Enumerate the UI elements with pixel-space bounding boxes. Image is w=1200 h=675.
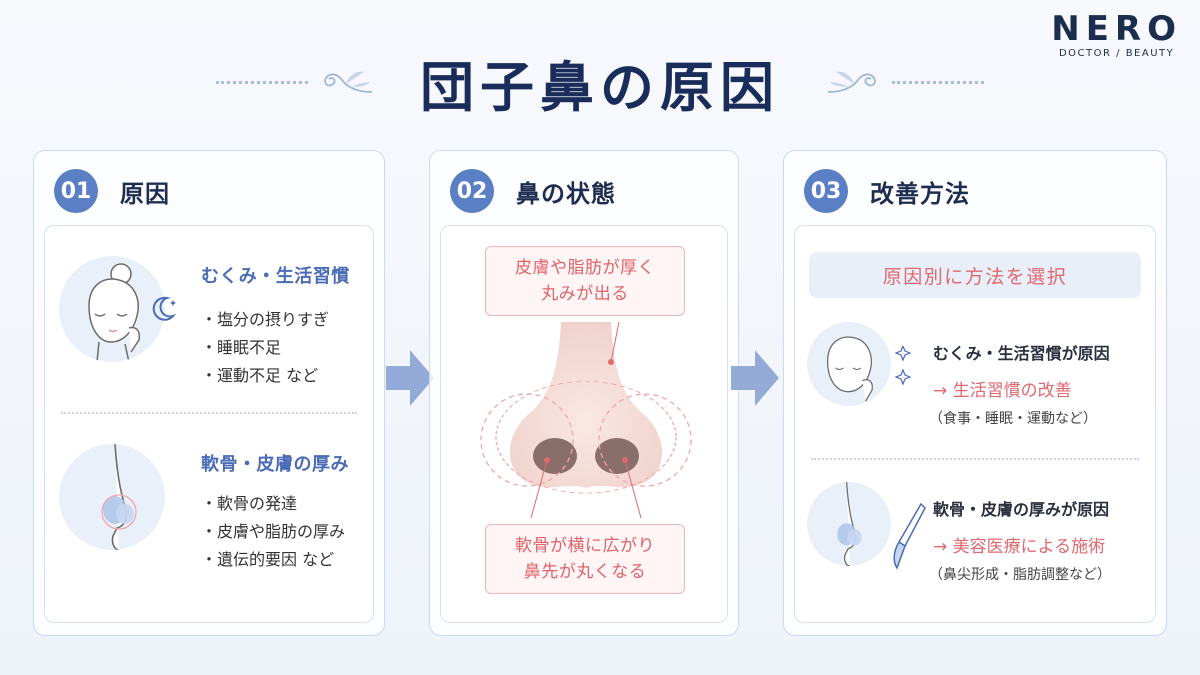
title-row: 団子鼻の原因 [0,42,1200,122]
face-icon [826,336,873,402]
select-method-pill: 原因別に方法を選択 [809,252,1141,298]
list-item: 皮膚や脂肪の厚み [201,518,345,546]
logo-word: NERO [1051,9,1182,49]
panel-inner: むくみ・生活習慣 塩分の摂りすぎ 睡眠不足 運動不足 など 軟骨・皮膚の厚み 軟… [44,225,374,623]
callout-bottom: 軟骨が横に広がり 鼻先が丸くなる [485,524,685,594]
divider [61,412,357,414]
scalpel-icon [893,502,926,570]
panel-label: 原因 [120,179,170,208]
sparkle-icon [895,346,911,386]
step-number: 03 [804,169,848,213]
callout-line: 鼻先が丸くなる [523,562,647,582]
panel-head: 03 改善方法 [804,169,970,213]
callout-line: 皮膚や脂肪が厚く [515,258,655,278]
logo-sub: DOCTOR / BEAUTY [1058,48,1175,59]
callout-line: 軟骨が横に広がり [515,536,655,556]
cause-list: 軟骨の発達 皮膚や脂肪の厚み 遺伝的要因 など [201,490,345,574]
face-icon [88,263,141,362]
method-title: 軟骨・皮膚の厚みが原因 [933,500,1110,519]
method-action: → 生活習慣の改善 [933,381,1072,401]
callout-line: 丸みが出る [541,284,629,304]
callout-top: 皮膚や脂肪が厚く 丸みが出る [485,246,685,316]
flourish-icon [827,71,876,93]
method-note: （鼻尖形成・脂肪調整など） [929,567,1111,583]
method-title: むくみ・生活習慣が原因 [933,344,1110,363]
nose-profile-icon [837,482,862,566]
method-note: （食事・睡眠・運動など） [929,411,1097,427]
face-illustration [807,322,891,406]
panel-head: 02 鼻の状態 [450,169,616,213]
list-item: 遺伝的要因 など [201,546,345,574]
title-dots-right [892,80,984,84]
brand-logo: NERO DOCTOR / BEAUTY [1051,12,1182,59]
nose-front-illustration [480,322,692,519]
flourish-icon [324,71,373,93]
page-title: 団子鼻の原因 [420,54,780,119]
step-number: 01 [54,169,98,213]
list-item: 運動不足 など [201,362,329,390]
panel-label: 鼻の状態 [516,179,616,208]
nose-profile-illustration [59,444,165,550]
title-dots-left [216,80,308,84]
arrow-right-icon [386,350,434,406]
list-item: 軟骨の発達 [201,490,345,518]
panel-causes: 01 原因 むくみ・生活習慣 塩分の摂りすぎ [33,150,385,636]
panel-inner: 原因別に方法を選択 むくみ・生活習慣が原因 → 生活習慣の改善 （食事・睡眠・運… [794,225,1156,623]
method-action: → 美容医療による施術 [933,537,1106,557]
panel-solutions: 03 改善方法 原因別に方法を選択 むくみ・生活習慣が原因 → 生活習慣の改善 … [783,150,1167,636]
panel-inner: 皮膚や脂肪が厚く 丸みが出る [440,225,728,623]
list-item: 睡眠不足 [201,334,329,362]
cause-title: むくみ・生活習慣 [201,266,350,287]
panel-head: 01 原因 [54,169,170,213]
nose-profile-icon [101,444,137,550]
list-item: 塩分の摂りすぎ [201,306,329,334]
panel-label: 改善方法 [870,179,970,208]
panel-nose-state: 02 鼻の状態 皮膚や脂肪が厚く 丸みが出る [429,150,739,636]
moon-icon [152,296,177,321]
step-number: 02 [450,169,494,213]
divider [811,458,1139,460]
cause-title: 軟骨・皮膚の厚み [201,454,349,475]
nose-profile-illustration [807,482,891,566]
cause-list: 塩分の摂りすぎ 睡眠不足 運動不足 など [201,306,329,390]
face-illustration [59,256,165,362]
arrow-right-icon [731,350,779,406]
